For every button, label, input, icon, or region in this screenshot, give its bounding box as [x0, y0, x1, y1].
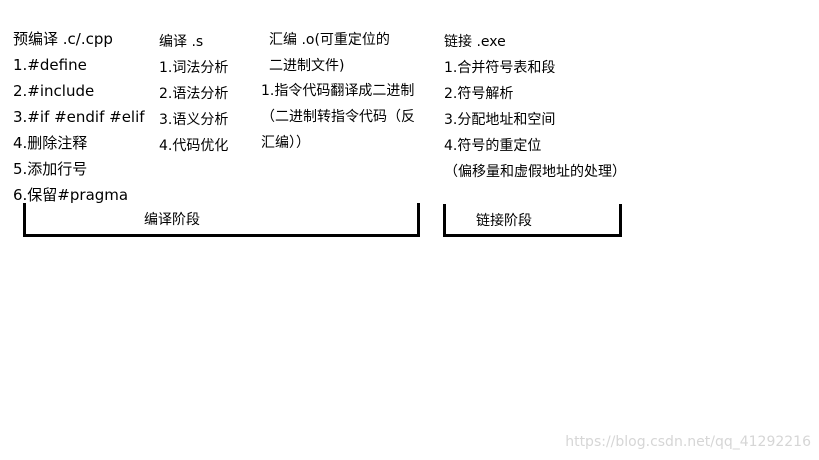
assemble-item-note-line1: （二进制转指令代码（反	[261, 109, 415, 125]
link-phase-bracket	[443, 204, 622, 237]
preprocess-item: 3.#if #endif #elif	[13, 108, 145, 126]
preprocess-item: 2.#include	[13, 82, 95, 100]
compile-item: 1.词法分析	[159, 60, 229, 76]
compile-title: 编译 .s	[159, 34, 204, 50]
link-item: 1.合并符号表和段	[444, 60, 556, 76]
link-phase-label: 链接阶段	[476, 213, 532, 229]
compile-phase-label: 编译阶段	[144, 212, 200, 228]
watermark: https://blog.csdn.net/qq_41292216	[565, 434, 811, 450]
link-item-note: （偏移量和虚假地址的处理）	[444, 164, 626, 180]
link-item: 4.符号的重定位	[444, 138, 542, 154]
compile-item: 2.语法分析	[159, 86, 229, 102]
compile-item: 3.语义分析	[159, 112, 229, 128]
link-item: 3.分配地址和空间	[444, 112, 556, 128]
preprocess-title: 预编译 .c/.cpp	[13, 30, 113, 48]
assemble-title-line1: 汇编 .o(可重定位的	[269, 32, 390, 48]
link-item: 2.符号解析	[444, 86, 514, 102]
preprocess-item: 4.删除注释	[13, 134, 88, 152]
assemble-title-line2: 二进制文件)	[269, 58, 345, 74]
assemble-item: 1.指令代码翻译成二进制	[261, 83, 415, 99]
assemble-item-note-line2: 汇编））	[261, 135, 310, 151]
preprocess-item: 5.添加行号	[13, 160, 88, 178]
preprocess-item: 1.#define	[13, 56, 87, 74]
link-title: 链接 .exe	[444, 34, 506, 50]
compile-item: 4.代码优化	[159, 138, 229, 154]
preprocess-item: 6.保留#pragma	[13, 186, 129, 204]
compile-phase-bracket	[23, 203, 420, 237]
